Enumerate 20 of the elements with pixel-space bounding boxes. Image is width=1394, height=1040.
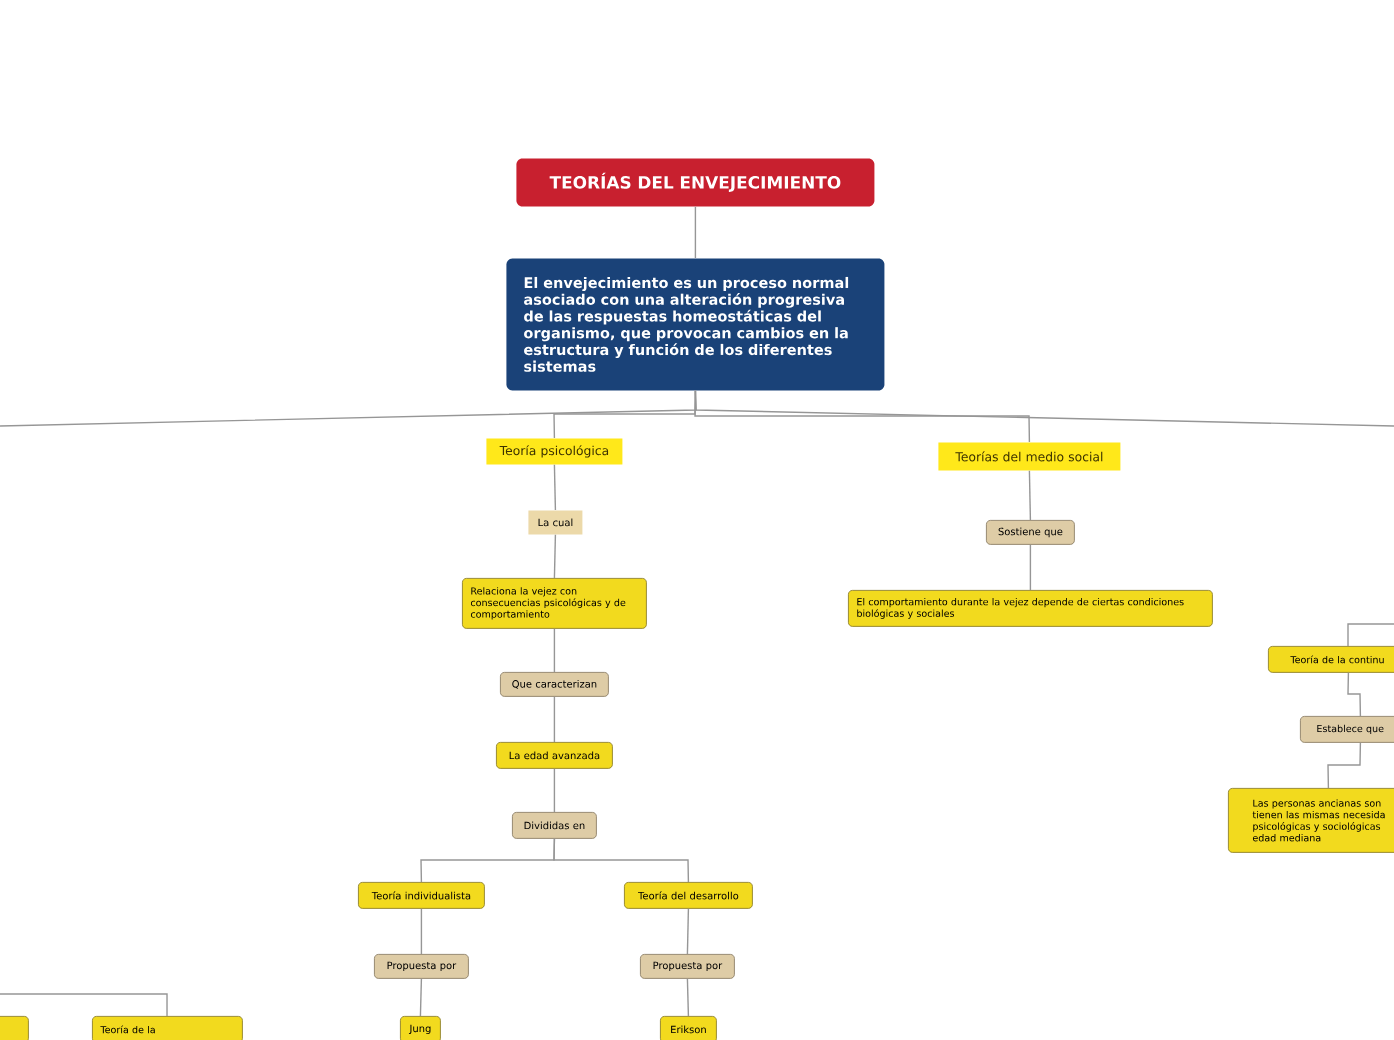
connector-line bbox=[1347, 623, 1394, 647]
connector-line bbox=[553, 768, 556, 813]
concept-box bbox=[0, 1016, 29, 1040]
connector-line bbox=[0, 993, 168, 1017]
connector-line bbox=[553, 628, 556, 673]
connector-line bbox=[1347, 672, 1362, 717]
connector-line bbox=[553, 534, 557, 579]
connector-line bbox=[419, 978, 423, 1017]
title-box: TEORÍAS DEL ENVEJECIMIENTO bbox=[516, 158, 875, 207]
connector-line bbox=[553, 464, 557, 511]
connector-line bbox=[1029, 544, 1032, 591]
connector-line bbox=[1327, 742, 1362, 789]
connector-line bbox=[694, 206, 697, 259]
connector-line bbox=[686, 908, 690, 955]
connector-line bbox=[1028, 470, 1032, 521]
connector-line bbox=[694, 390, 1394, 427]
connector-line bbox=[420, 908, 423, 955]
connector-line bbox=[686, 978, 690, 1017]
connector-line bbox=[553, 696, 556, 743]
connector-line bbox=[553, 838, 690, 883]
